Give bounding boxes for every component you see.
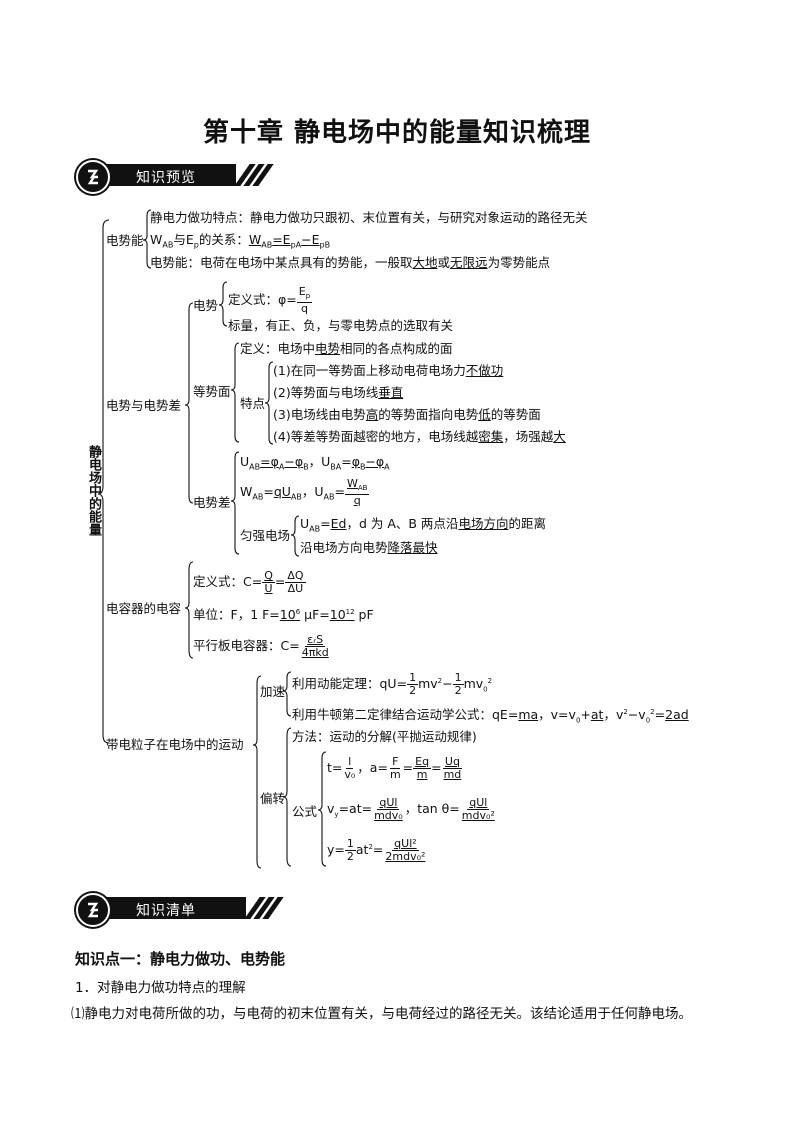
deflect-label: 偏转	[260, 791, 286, 806]
feature-4: (4)等差等势面越密的地方，电场线越密集，场强越大	[273, 429, 566, 444]
knowledge-point-heading: 知识点一：静电力做功、电势能	[75, 950, 286, 968]
phi-brace	[218, 281, 228, 327]
deflect-brace	[282, 727, 292, 867]
accel-brace	[282, 671, 292, 717]
mot-brace	[252, 675, 262, 869]
branch-label-capacitance: 电容器的电容	[106, 601, 182, 616]
diff-line-1: UAB=φA−φB，UBA=φB−φA	[240, 454, 390, 472]
branch-label-motion: 带电粒子在电场中的运动	[106, 737, 244, 752]
ep-line-3: 电势能：电荷在电场中某点具有的势能，一般取大地或无限远为零势能点	[150, 255, 551, 270]
formula-brace	[317, 751, 327, 867]
sub-label-equipotential: 等势面	[193, 384, 231, 399]
root-brace	[97, 219, 110, 744]
branch-label-potential: 电势与电势差	[106, 398, 182, 413]
eq-def: 定义：电场中电势相同的各点构成的面	[240, 341, 453, 356]
eq-brace	[230, 342, 240, 443]
ep-line-2: WAB与Ep的关系：WAB=EpA−EpB	[150, 232, 331, 250]
feature-label: 特点	[240, 396, 266, 411]
feature-1: (1)在同一等势面上移动电荷电场力不做功	[273, 363, 504, 378]
uniform-brace	[290, 515, 300, 557]
cap-unit: 单位：F，1 F=106 μF=1012 pF	[193, 607, 374, 623]
feature-brace	[264, 361, 274, 445]
pot-brace	[184, 302, 194, 504]
uniform-line-2: 沿电场方向电势降落最快	[300, 540, 438, 555]
ep-line-1: 静电力做功特点：静电力做功只跟初、末位置有关，与研究对象运动的路径无关	[150, 210, 588, 225]
section-badge-icon	[76, 893, 110, 927]
uniform-line-1: UAB=Ed，d 为 A、B 两点沿电场方向的距离	[300, 516, 546, 534]
section-banner-list: 知识清单	[76, 893, 284, 927]
feature-3: (3)电场线由电势高的等势面指向电势低的等势面	[273, 407, 541, 422]
section-badge-icon	[76, 160, 110, 194]
branch-label-ep: 电势能	[106, 233, 144, 248]
section-title-list: 知识清单	[136, 903, 196, 919]
feature-2: (2)等势面与电场线垂直	[273, 385, 404, 400]
accel-label: 加速	[260, 684, 286, 699]
list-item-1: 1．对静电力做功特点的理解	[75, 980, 246, 996]
section-title-preview: 知识预览	[136, 170, 196, 186]
list-item-1-1: ⑴静电力对电荷所做的功，与电荷的初末位置有关，与电荷经过的路径无关。该结论适用于…	[71, 1006, 692, 1022]
formula-label: 公式	[292, 804, 318, 819]
tree-root-label: 静电场中的能量	[86, 445, 101, 540]
deflect-method: 方法：运动的分解(平抛运动规律)	[292, 729, 477, 744]
diff-brace	[230, 451, 240, 555]
tree-root-text: 静电场中的能量	[86, 445, 101, 536]
page-title: 第十章 静电场中的能量知识梳理	[202, 118, 592, 148]
sub-label-potential-diff: 电势差	[193, 495, 231, 510]
ep-brace	[142, 209, 152, 269]
section-banner-preview: 知识预览	[76, 160, 274, 194]
phi-scalar: 标量，有正、负，与零电势点的选取有关	[228, 318, 454, 333]
cap-brace	[184, 561, 194, 659]
uniform-field-label: 匀强电场	[240, 528, 291, 543]
sub-label-phi: 电势	[193, 298, 219, 313]
accel-line-2: 利用牛顿第二定律结合运动学公式：qE=ma，v=v0+at，v2−v02=2ad	[292, 707, 689, 725]
